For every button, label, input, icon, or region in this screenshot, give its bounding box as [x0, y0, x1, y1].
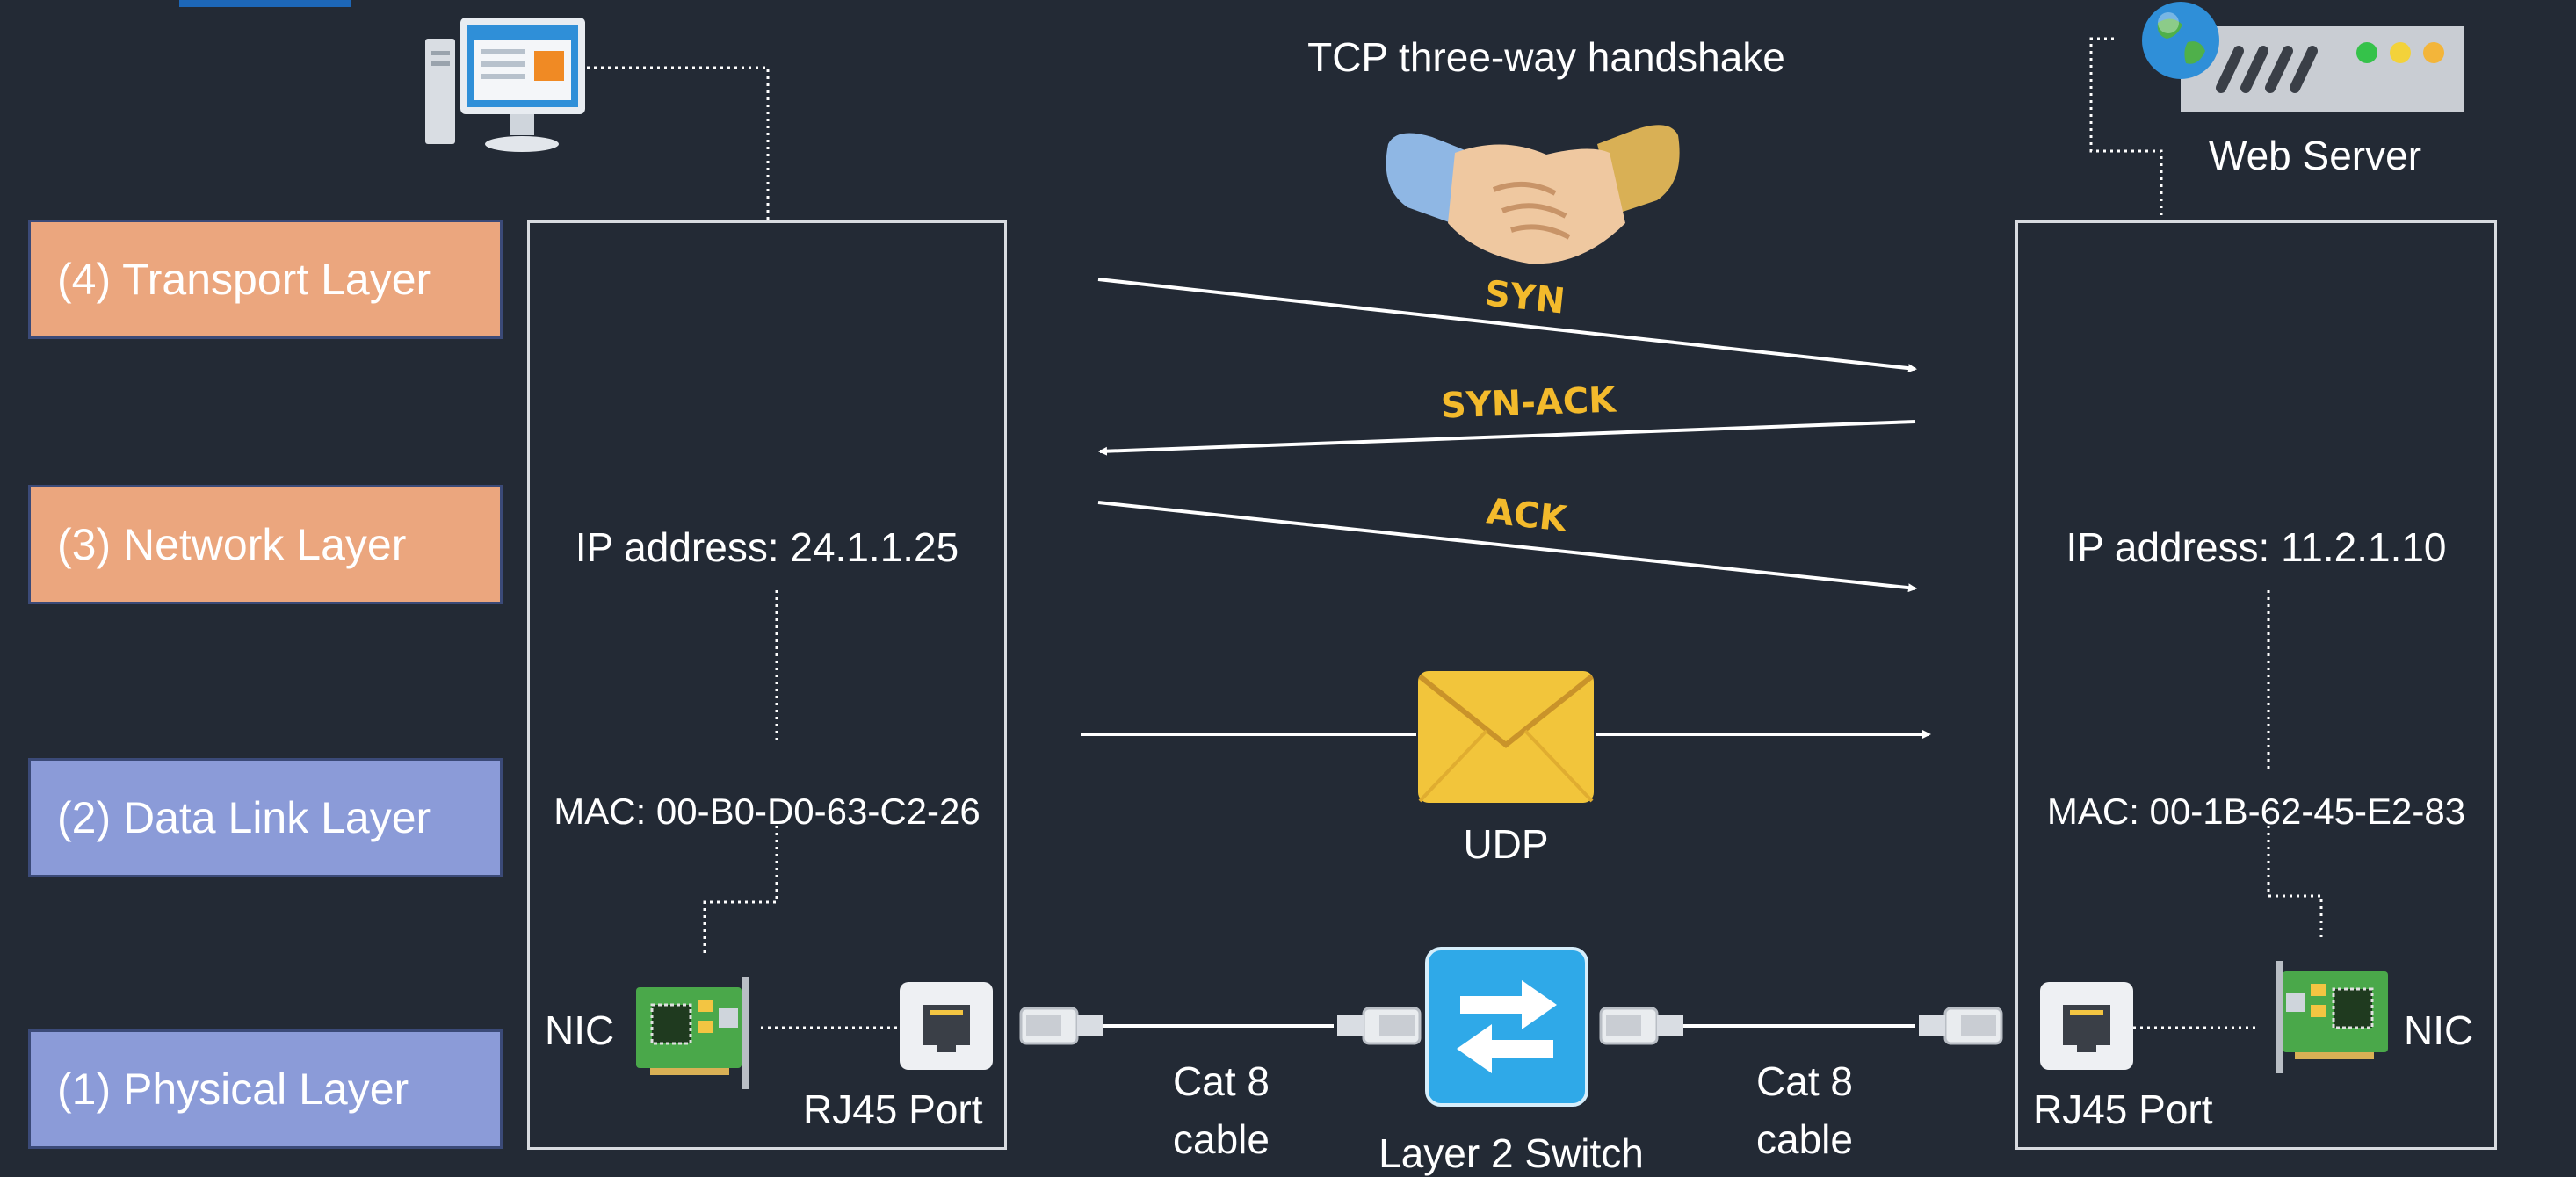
client-mac-nic-connector — [703, 826, 778, 956]
cable-left-line2: cable — [1173, 1116, 1270, 1162]
cable-right-line2: cable — [1756, 1116, 1853, 1162]
layer-network-label: (3) Network Layer — [57, 520, 407, 569]
syn-arrow — [1097, 278, 1917, 373]
network-card-icon — [2276, 961, 2388, 1073]
layer-physical-label: (1) Physical Layer — [57, 1065, 409, 1114]
client-nic-label: NIC — [545, 1007, 615, 1053]
layer-data-link-label: (2) Data Link Layer — [57, 793, 431, 842]
envelope-icon — [1418, 671, 1594, 803]
syn-ack-label: SYN-ACK — [1440, 379, 1617, 427]
layer-network: (3) Network Layer — [28, 485, 503, 604]
desktop-computer-icon — [425, 18, 585, 152]
ethernet-plug-icon — [1337, 1007, 1422, 1045]
client-computer-connector — [587, 66, 770, 220]
web-server-icon — [2181, 26, 2464, 112]
cable-left-line1: Cat 8 — [1173, 1058, 1270, 1104]
layer-physical: (1) Physical Layer — [28, 1029, 503, 1149]
ack-label: ACK — [1484, 491, 1569, 540]
layer-data-link: (2) Data Link Layer — [28, 758, 503, 877]
server-connector — [2089, 37, 2163, 220]
ethernet-plug-icon — [1019, 1007, 1103, 1045]
client-mac-address: MAC: 00-B0-D0-63-C2-26 — [554, 791, 980, 832]
syn-label: SYN — [1482, 273, 1567, 322]
rj45-port-icon — [900, 982, 993, 1070]
udp-label: UDP — [1463, 821, 1549, 867]
cable-right-line1: Cat 8 — [1756, 1058, 1853, 1104]
server-host-frame — [2015, 220, 2497, 1150]
rj45-port-icon — [2040, 982, 2133, 1070]
network-switch-icon — [1425, 947, 1588, 1107]
client-rj45-label: RJ45 Port — [803, 1087, 983, 1132]
globe-icon — [2142, 2, 2219, 79]
ack-arrow — [1097, 501, 1917, 593]
ethernet-plug-icon — [1599, 1007, 1683, 1045]
network-card-icon — [636, 977, 749, 1089]
top-accent-bar — [179, 0, 351, 7]
web-server-label: Web Server — [2209, 133, 2422, 178]
server-nic-label: NIC — [2404, 1007, 2474, 1053]
client-ip-address: IP address: 24.1.1.25 — [575, 524, 959, 570]
client-host-frame — [527, 220, 1007, 1150]
server-ip-address: IP address: 11.2.1.10 — [2066, 524, 2447, 570]
server-mac-address: MAC: 00-1B-62-45-E2-83 — [2046, 791, 2466, 832]
syn-ack-arrow — [1098, 420, 1916, 456]
layer-transport: (4) Transport Layer — [28, 220, 503, 339]
server-rj45-label: RJ45 Port — [2033, 1087, 2213, 1132]
layer-transport-label: (4) Transport Layer — [57, 255, 431, 304]
switch-label: Layer 2 Switch — [1378, 1130, 1644, 1176]
diagram-title: TCP three-way handshake — [1307, 34, 1785, 80]
ethernet-plug-icon — [1919, 1007, 2003, 1045]
handshake-icon — [1386, 125, 1680, 264]
server-mac-nic-connector — [2267, 826, 2323, 940]
